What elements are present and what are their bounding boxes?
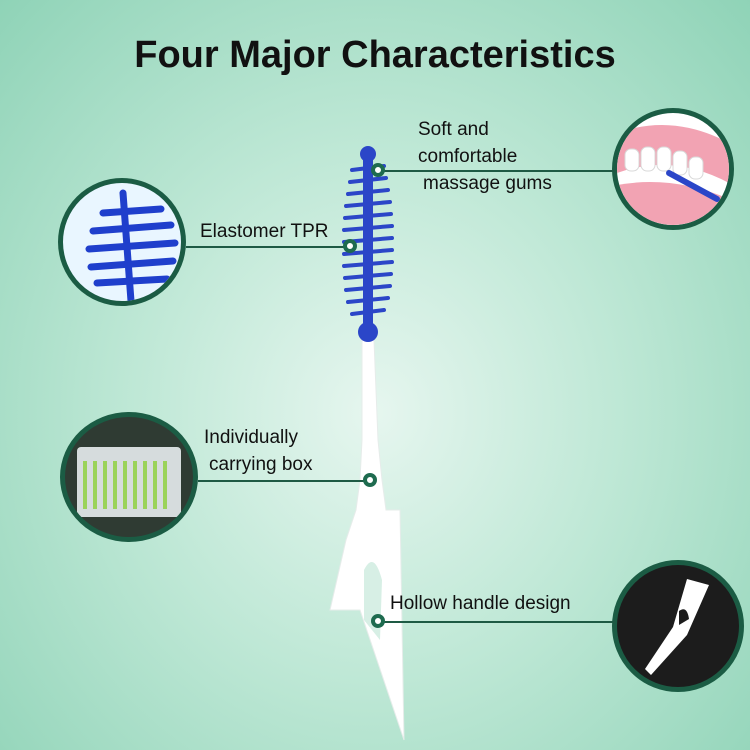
hollow-handle-image <box>612 560 744 692</box>
connector-dot-box <box>363 473 377 487</box>
page-title: Four Major Characteristics <box>134 34 616 76</box>
connector-dot-handle <box>371 614 385 628</box>
feature-label-material: Elastomer TPR <box>200 221 329 242</box>
box-line-2: carrying box <box>209 454 313 475</box>
interdental-brush-illustration <box>329 146 405 741</box>
feature-label-handle: Hollow handle design <box>390 593 571 614</box>
soft-line-1: Soft and <box>418 119 489 140</box>
carrying-box-image <box>60 412 198 542</box>
soft-line-3: massage gums <box>423 173 552 194</box>
connector-dot-soft <box>371 163 385 177</box>
box-line-1: Individually <box>204 427 298 448</box>
feature-label-box: Individually carrying box <box>204 424 313 478</box>
feature-label-soft: Soft and comfortable massage gums <box>418 116 552 197</box>
teeth-closeup-image <box>612 108 734 230</box>
bristle-closeup-image <box>58 178 186 306</box>
connector-dot-material <box>343 239 357 253</box>
soft-line-2: comfortable <box>418 146 518 167</box>
